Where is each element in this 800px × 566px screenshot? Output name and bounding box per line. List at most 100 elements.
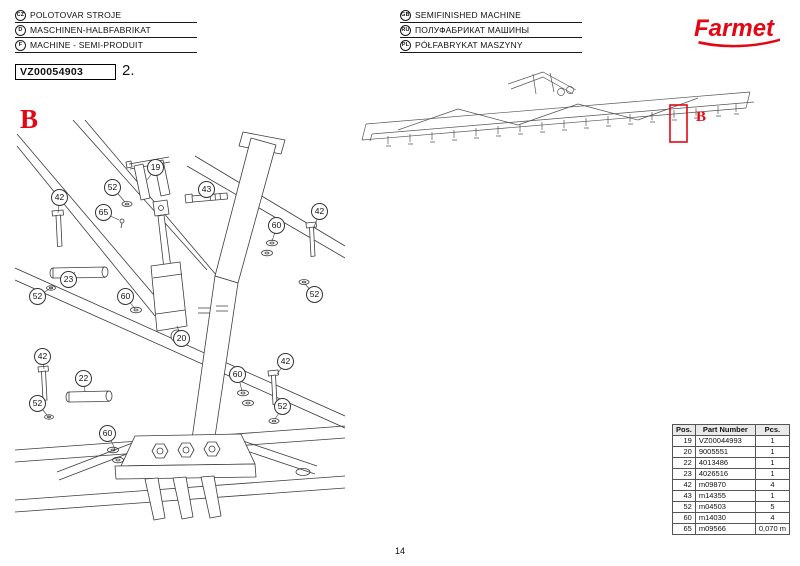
foot-bracket [56, 433, 318, 521]
brand-name: Farmet [694, 15, 775, 42]
language-code-badge: CZ [15, 9, 26, 21]
overview-drawing [358, 62, 763, 167]
parts-table-cell: m14355 [694, 490, 756, 502]
callout-balloon: 42 [51, 189, 68, 206]
language-code-badge: PL [400, 39, 411, 51]
parts-table-cell: 65 [672, 523, 696, 535]
hydraulic-cylinder [150, 199, 188, 343]
language-code-badge: RU [400, 24, 411, 36]
parts-table-cell: VZ00044993 [694, 435, 756, 447]
bolts-and-pins [37, 192, 317, 405]
detail-area-marker [669, 104, 688, 143]
callout-balloon: 42 [311, 203, 328, 220]
exploded-view-graphic [15, 120, 345, 521]
parts-table-header-cell: Pcs. [754, 424, 790, 436]
parts-table-cell: 9005551 [694, 446, 756, 458]
parts-table-cell: 4013486 [694, 457, 756, 469]
parts-table-cell: 23 [672, 468, 696, 480]
language-label: MASCHINEN-HALBFABRIKAT [30, 25, 151, 35]
washers-and-nuts [44, 201, 310, 464]
parts-table-cell: 1 [754, 435, 790, 447]
parts-table-cell: 4 [754, 479, 790, 491]
parts-table-cell: 0,070 m [754, 523, 790, 535]
farmet-logo-graphic: Farmet [694, 15, 780, 48]
callout-balloon: 43 [198, 181, 215, 198]
parts-table-cell: 22 [672, 457, 696, 469]
parts-table-cell: 60 [672, 512, 696, 524]
part-number-box: VZ00054903 [15, 64, 116, 80]
language-row: PL PÓŁFABRYKAT MASZYNY [400, 38, 582, 53]
parts-table-cell: 20 [672, 446, 696, 458]
parts-table-cell: m09566 [694, 523, 756, 535]
language-row: D MASCHINEN-HALBFABRIKAT [15, 23, 197, 38]
parts-table-header-cell: Pos. [672, 424, 696, 436]
parts-table-cell: 52 [672, 501, 696, 513]
hatch-detail [198, 305, 228, 314]
parts-table-cell: m14030 [694, 512, 756, 524]
language-block-right: GB SEMIFINISHED MACHINE RU ПОЛУФАБРИКАТ МАШ… [400, 8, 582, 53]
overview-section-label: B [696, 109, 707, 125]
main-drawing: 19 52 65 43 42 60 42 23 52 60 52 20 42 22 60 42 52 52 60 [15, 120, 345, 540]
callout-balloon: 60 [229, 366, 246, 383]
callout-balloon: 60 [99, 425, 116, 442]
parts-table-cell: 1 [754, 457, 790, 469]
parts-table-cell: m09870 [694, 479, 756, 491]
language-code-badge: D [15, 24, 26, 36]
farmet-logo: Farmet [692, 12, 784, 52]
language-label: SEMIFINISHED MACHINE [415, 10, 522, 20]
callout-balloon: 52 [29, 395, 46, 412]
callout-balloon: 52 [306, 286, 323, 303]
parts-table-cell: 19 [672, 435, 696, 447]
callout-balloon: 19 [147, 159, 164, 176]
callout-balloon: 23 [60, 271, 77, 288]
machine-overview-graphic [361, 71, 755, 147]
parts-table-cell: m04503 [694, 501, 756, 513]
parts-table-cell: 43 [672, 490, 696, 502]
parts-table-cell: 4 [754, 512, 790, 524]
callout-balloon: 42 [277, 353, 294, 370]
language-code-badge: F [15, 39, 26, 51]
figure-number: 2. [122, 62, 135, 79]
parts-table-cell: 5 [754, 501, 790, 513]
parts-table-cell: 42 [672, 479, 696, 491]
mount-arm [190, 131, 286, 451]
parts-table-cell: 4026516 [694, 468, 756, 480]
parts-table-header-cell: Part Number [694, 424, 756, 436]
page-number: 14 [394, 546, 405, 556]
language-label: PÓŁFABRYKAT MASZYNY [415, 40, 523, 50]
logo-swoosh [698, 38, 780, 48]
callout-balloon: 42 [34, 348, 51, 365]
parts-table-cell: 1 [754, 468, 790, 480]
callout-balloon: 20 [173, 330, 190, 347]
callout-balloon: 60 [268, 217, 285, 234]
language-label: POLOTOVAR STROJE [30, 10, 122, 20]
callout-balloon: 60 [117, 288, 134, 305]
callout-balloon: 65 [95, 204, 112, 221]
language-row: F MACHINE - SEMI-PRODUIT [15, 38, 197, 53]
parts-table-cell: 1 [754, 490, 790, 502]
callout-balloon: 52 [104, 179, 121, 196]
language-row: CZ POLOTOVAR STROJE [15, 8, 197, 23]
language-label: MACHINE - SEMI-PRODUIT [30, 40, 144, 50]
language-label: ПОЛУФАБРИКАТ МАШИНЫ [415, 25, 530, 35]
language-code-badge: GB [400, 9, 411, 21]
language-row: RU ПОЛУФАБРИКАТ МАШИНЫ [400, 23, 582, 38]
section-label: B [20, 104, 39, 134]
callout-balloon: 22 [75, 370, 92, 387]
callout-balloon: 52 [274, 398, 291, 415]
callout-balloon: 52 [29, 288, 46, 305]
language-row: GB SEMIFINISHED MACHINE [400, 8, 582, 23]
language-block-left: CZ POLOTOVAR STROJE D MASCHINEN-HALBFABRIKA… [15, 8, 197, 53]
